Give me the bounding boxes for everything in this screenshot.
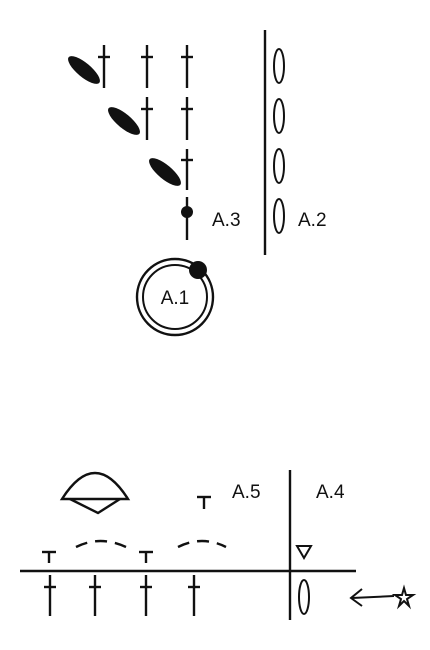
label-a3: A.3 [212,210,241,231]
treble-icon [181,45,193,88]
treble-icon [44,575,56,616]
chain-oval-icon [273,148,285,184]
chain-oval-icon [273,198,285,234]
half-treble-icon [197,495,211,509]
label-a1: A.1 [161,288,190,309]
label-a2: A.2 [298,210,327,231]
chain-oval-icon [273,48,285,84]
row-3 [149,149,193,190]
row-1 [68,45,193,88]
chain-arc-icon [177,539,227,549]
magic-ring-icon [135,257,215,337]
leaf-icon [108,107,140,135]
slip-stitch-stem [181,197,193,240]
row-2 [108,97,193,140]
treble-icon [140,575,152,616]
half-treble-icon [42,550,56,563]
treble-icon [188,575,200,616]
treble-icon [89,575,101,616]
chain-oval-icon [273,98,285,134]
treble-icon [141,97,153,140]
direction-arrow-star-icon [349,584,417,610]
a2-chain-column [273,48,285,234]
treble-icon [98,45,110,88]
slip-stitch-icon [181,206,193,218]
chain-arc-icon [75,539,127,549]
treble-icon [141,45,153,88]
treble-icon [181,149,193,190]
label-a4: A.4 [316,482,345,503]
leaf-icon [149,158,181,186]
label-a5: A.5 [232,482,261,503]
fan-shell-icon [59,472,131,515]
leaf-icon [68,56,100,84]
half-treble-icon [139,550,153,563]
chain-oval-icon [298,579,310,615]
lower-diagram: A.5 A.4 [20,470,417,620]
treble-icon [181,97,193,140]
start-triangle-icon [295,545,313,560]
upper-diagram: A.3 A.2 A.1 [68,30,327,337]
